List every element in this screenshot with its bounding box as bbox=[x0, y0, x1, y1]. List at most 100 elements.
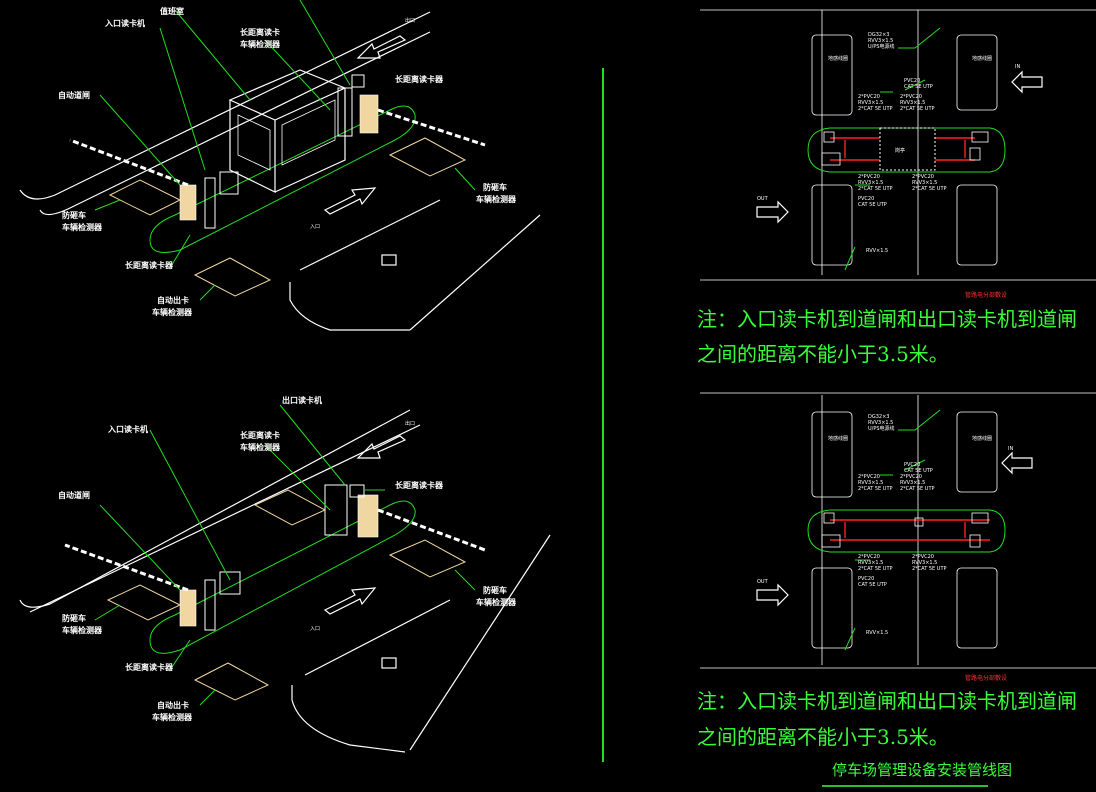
note-bottom-line2: 之间的距离不能小于3.5米。 bbox=[697, 725, 949, 749]
plan-spec-5b: CAT 5E UTP bbox=[858, 202, 887, 208]
booth-plan bbox=[879, 127, 936, 171]
detector-pad-2 bbox=[193, 257, 272, 297]
label-anti-smash-left-b: 车辆检测器 bbox=[62, 222, 103, 232]
plan-spec-9: RVV×1.5 bbox=[866, 248, 888, 254]
label-anti-smash-right-b2: 防砸车 bbox=[483, 585, 507, 595]
small-marker-b bbox=[381, 657, 397, 669]
label-booth: 值班室 bbox=[160, 6, 184, 16]
leader-lines-top bbox=[94, 0, 476, 301]
plan-spec-8c: 2*CAT 5E UTP bbox=[858, 186, 893, 192]
plan-arrow-right-b bbox=[756, 583, 789, 607]
label-exit-b: 出口 bbox=[405, 420, 415, 427]
road-curb-corner bbox=[289, 282, 410, 331]
plan-b-in-label: IN bbox=[1008, 446, 1013, 452]
road-edge-upper-b2 bbox=[29, 424, 421, 613]
label-entry-b: 入口 bbox=[310, 626, 320, 632]
label-exit: 出口 bbox=[405, 17, 415, 24]
plan-spec-3: U/PS电源线 bbox=[868, 43, 895, 50]
plan-spec-4b: PVC20 bbox=[858, 196, 874, 202]
island-b bbox=[149, 500, 416, 654]
plan-b-spec-8d: 2*CAT 5E UTP bbox=[912, 566, 947, 572]
plan-b-spec-5: CAT 5E UTP bbox=[904, 468, 933, 474]
plan-out-label: OUT bbox=[757, 196, 769, 202]
detector-pad-b4 bbox=[253, 489, 327, 526]
label-long-range-1-b: 长距离读卡 bbox=[240, 430, 280, 440]
plan-arrow-left-b bbox=[1001, 451, 1033, 475]
label-long-reader-bottom: 长距离读卡器 bbox=[125, 260, 174, 270]
lane-box-tl bbox=[811, 34, 853, 116]
lane-box-b-tr bbox=[956, 411, 998, 493]
conduit-lines-top bbox=[830, 137, 975, 161]
plan-b-lane-left: 地感线圈 bbox=[828, 435, 848, 442]
plan-spec-8b: 2*CAT 5E UTP bbox=[900, 106, 935, 112]
plan-leaders-bottom bbox=[844, 409, 941, 651]
island bbox=[149, 105, 416, 253]
label-anti-smash-left-b2b: 车辆检测器 bbox=[62, 625, 103, 635]
label-entry-reader: 入口读卡机 bbox=[104, 18, 145, 28]
direction-arrow-in bbox=[323, 187, 377, 215]
device-box-1 bbox=[823, 131, 835, 143]
label-long-range-2: 长距离读卡器 bbox=[395, 74, 444, 84]
detector-pad-3 bbox=[388, 137, 467, 177]
plan-b-spec-9: RVV×1.5 bbox=[866, 630, 888, 636]
device-box-b0 bbox=[914, 517, 924, 527]
plan-in-label: IN bbox=[1015, 64, 1020, 70]
lane-box-bl bbox=[811, 184, 853, 266]
plan-b-spec-7d: RVV3×1.5 bbox=[912, 560, 937, 566]
plan-spec-6c: 2*PVC20 bbox=[858, 174, 880, 180]
plan-spec-7d: RVV3×1.5 bbox=[912, 180, 937, 186]
entry-gate-barrier-b bbox=[64, 543, 241, 631]
label-auto-out: 自动出卡 bbox=[157, 295, 189, 305]
plan-b-spec-5b: CAT 5E UTP bbox=[858, 582, 887, 588]
plan-booth-label: 岗亭 bbox=[895, 147, 905, 154]
device-box-4 bbox=[969, 147, 981, 161]
plan-b-lane-right: 地感线圈 bbox=[972, 435, 992, 442]
plan-leaders-top bbox=[844, 27, 941, 271]
detector-pad-1 bbox=[108, 179, 182, 216]
device-box-b1 bbox=[823, 512, 835, 524]
plan-island bbox=[807, 127, 1006, 173]
plan-spec-7c: RVV3×1.5 bbox=[858, 180, 883, 186]
leader-lines-bottom bbox=[94, 404, 476, 706]
plan-island-b bbox=[807, 509, 1006, 553]
label-entry-reader-b: 入口读卡机 bbox=[107, 424, 148, 434]
road-edge-lower-2 bbox=[299, 199, 441, 271]
plan-lane-right: 地感线圈 bbox=[972, 55, 992, 62]
road-edge-lower bbox=[409, 214, 541, 331]
note-top-line1: 注：入口读卡机到道闸和出口读卡机到道闸 bbox=[697, 307, 1077, 331]
plan-b-spec-6d: 2*PVC20 bbox=[912, 554, 934, 560]
plan-arrow-left bbox=[1011, 70, 1043, 94]
lane-box-b-tl bbox=[811, 411, 853, 498]
plan-spec-4: PVC20 bbox=[904, 78, 920, 84]
device-box-2 bbox=[821, 152, 841, 166]
label-long-range-2-b: 长距离读卡器 bbox=[395, 480, 444, 490]
small-marker bbox=[381, 254, 397, 266]
conduit-lines-bottom bbox=[830, 519, 990, 541]
top-isometric-view: 值班室 入口读卡机 自动道闸 长距离读卡 车辆检测器 长距离读卡器 防砸车 车辆… bbox=[19, 0, 541, 331]
lane-box-tr bbox=[956, 34, 998, 111]
plan-spec-2: RVV3×1.5 bbox=[868, 38, 893, 44]
plan-spec-5: CAT 5E UTP bbox=[904, 84, 933, 90]
device-box-b3 bbox=[971, 512, 989, 524]
device-box-b4 bbox=[969, 534, 981, 548]
device-box-b2 bbox=[821, 534, 841, 548]
plan-spec-7b: RVV3×1.5 bbox=[900, 100, 925, 106]
plan-spec-8d: 2*CAT 5E UTP bbox=[912, 186, 947, 192]
label-long-range-1: 长距离读卡 bbox=[240, 27, 280, 37]
road-curb-corner-b bbox=[291, 685, 406, 753]
booth bbox=[228, 69, 347, 193]
label-anti-smash-left-b2: 防砸车 bbox=[62, 613, 86, 623]
entry-gate-barrier bbox=[69, 138, 239, 229]
lane-box-b-bl bbox=[811, 567, 853, 649]
label-long-reader-bottom-b: 长距离读卡器 bbox=[125, 662, 174, 672]
plan-arrow-right bbox=[756, 200, 789, 224]
label-long-range-1b-b: 车辆检测器 bbox=[240, 442, 281, 452]
plan-b-spec-3: U/PS电源线 bbox=[868, 425, 895, 432]
plan-b-out-label: OUT bbox=[757, 579, 769, 585]
plan-footer-bottom: 管路电分部敷设 bbox=[965, 674, 1007, 682]
note-bottom-line1: 注：入口读卡机到道闸和出口读卡机到道闸 bbox=[697, 689, 1077, 713]
plan-b-spec-1: DG32×3 bbox=[868, 414, 889, 420]
label-auto-out-b2b: 车辆检测器 bbox=[152, 712, 193, 722]
exit-gate-barrier-b bbox=[324, 484, 486, 552]
